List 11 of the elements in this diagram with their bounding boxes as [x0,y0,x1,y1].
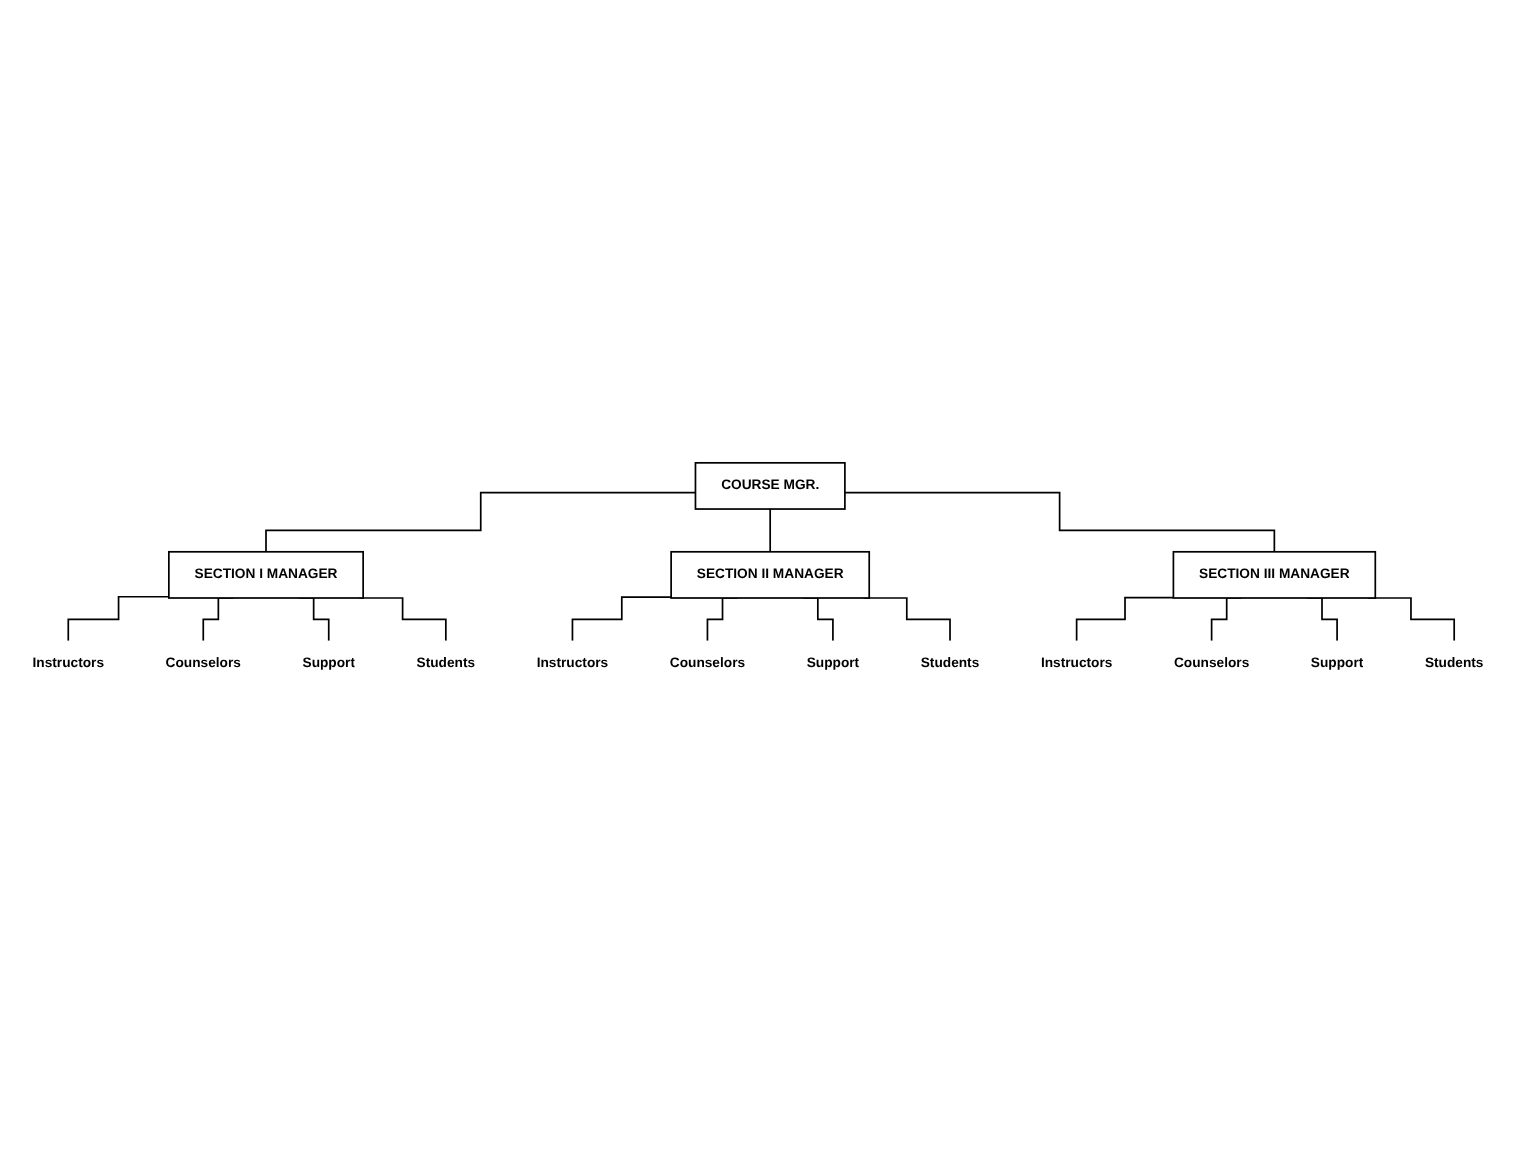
connector [571,596,672,642]
connector [769,508,772,553]
connector [265,491,697,553]
node-box [670,551,871,599]
connector [67,596,170,642]
node-box [168,551,364,599]
connector [1075,596,1175,642]
node-box [694,462,846,510]
node-box [1172,551,1377,599]
connector [358,597,447,642]
connector [844,491,1276,553]
